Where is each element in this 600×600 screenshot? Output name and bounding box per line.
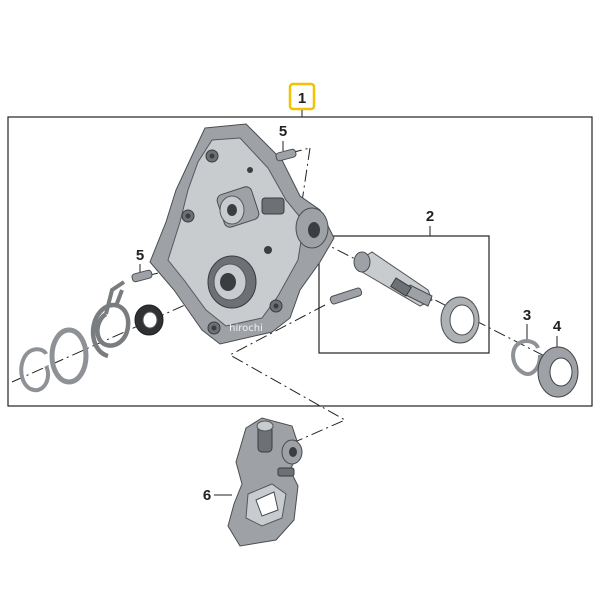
shaft-collar [390, 277, 412, 297]
housing-shaft-bore [220, 273, 236, 291]
thrust-washer[interactable] [49, 327, 89, 385]
housing-bolt-hole [273, 303, 279, 309]
housing-small-hole [247, 167, 253, 173]
callout-3-group[interactable]: 3 [523, 307, 531, 342]
shift-lever-tab [277, 467, 295, 477]
assembly-frame [7, 116, 593, 407]
torsion-spring-leg [104, 280, 126, 315]
circlip-3[interactable] [511, 339, 542, 376]
housing-clamp [261, 197, 285, 215]
circlip-left[interactable] [19, 347, 51, 393]
callout-5-upper-label: 5 [279, 123, 287, 140]
callout-2-label: 2 [426, 208, 434, 225]
callout-2-group[interactable]: 2 [426, 208, 434, 236]
dowel-pin-lower[interactable] [131, 269, 153, 283]
callout-5-upper-group[interactable]: 5 [279, 123, 287, 151]
callout-3-label: 3 [523, 307, 531, 324]
routing-axis-to-6 [228, 304, 347, 456]
subassembly-frame-2 [318, 235, 490, 354]
shaft-seal[interactable] [134, 304, 164, 336]
callout-1-label: 1 [298, 90, 306, 107]
housing-bolt-hole [209, 153, 215, 159]
shaft-assembly[interactable] [353, 251, 433, 307]
thrust-washer-ring [49, 327, 89, 385]
housing-right-lug-bore [308, 222, 320, 238]
shift-lever[interactable] [227, 417, 303, 547]
callout-6-label: 6 [203, 487, 211, 504]
shaft-seal-inner [142, 311, 158, 329]
housing-cover[interactable]: hirochi [149, 123, 335, 345]
bearing-4-inner [549, 357, 573, 387]
shift-lever-slot [255, 491, 279, 517]
shaft-bearing-inner [449, 304, 475, 336]
callout-5-lower-group[interactable]: 5 [136, 247, 144, 272]
dowel-pin-upper[interactable] [275, 148, 297, 162]
bearing-4[interactable] [537, 346, 579, 398]
callout-4-group[interactable]: 4 [553, 318, 562, 350]
housing-upper-boss-bore [227, 204, 237, 216]
torsion-spring-coil [90, 302, 131, 359]
torsion-spring[interactable] [90, 280, 131, 359]
shift-lever-roller-bore [289, 447, 297, 457]
dowel-pin-lower-body [131, 269, 153, 283]
callout-1-group[interactable]: 1 [288, 82, 316, 117]
torsion-spring-leg [114, 289, 124, 307]
callout-1-highlight [288, 82, 316, 111]
shift-lever-pivot-top [256, 420, 274, 432]
housing-bolt-hole [211, 325, 217, 331]
callout-5-lower-label: 5 [136, 247, 144, 264]
circlip-left-ring [19, 347, 51, 393]
housing-cover-face [167, 137, 305, 327]
shaft-roll-pin[interactable] [329, 287, 363, 305]
watermark-text: hirochi [229, 323, 263, 334]
shaft-end [353, 251, 371, 273]
callout-6-group[interactable]: 6 [203, 487, 232, 504]
dowel-pin-upper-body [275, 148, 297, 162]
circlip-3-ring [511, 339, 542, 376]
housing-bolt-hole [185, 213, 191, 219]
shaft-bearing[interactable] [440, 296, 480, 344]
callout-4-label: 4 [553, 318, 562, 335]
shaft-roll-pin-body [329, 287, 363, 305]
housing-small-hole [264, 246, 272, 254]
